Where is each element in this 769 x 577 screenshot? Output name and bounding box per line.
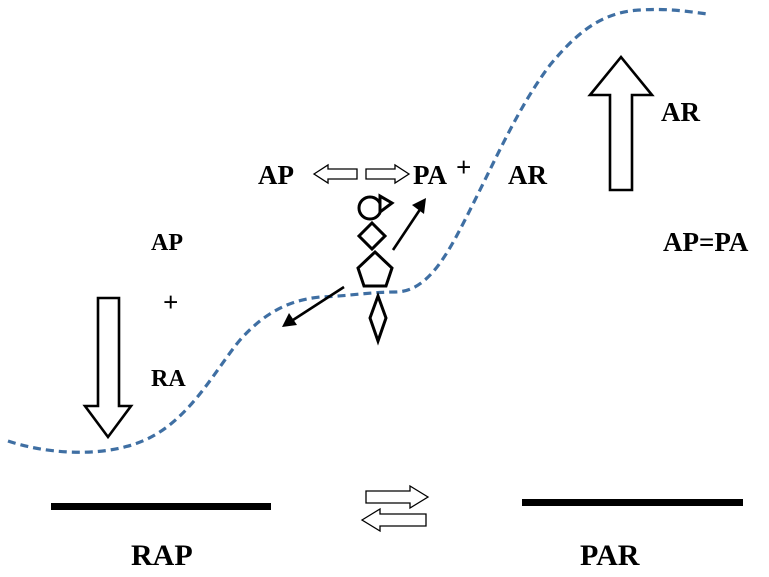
label-par-bottom: PAR <box>580 539 640 572</box>
hollow-up-arrow-icon <box>587 54 655 192</box>
hollow-down-arrow-icon <box>82 296 134 440</box>
thin-arrow-up-right <box>391 198 426 251</box>
label-pa-top: PA <box>413 160 447 190</box>
rap-baseline-bar <box>51 503 271 510</box>
label-plus-left: + <box>163 287 178 317</box>
label-ap-top: AP <box>258 160 294 190</box>
par-baseline-bar <box>522 499 743 506</box>
label-ap-left: AP <box>151 230 183 256</box>
thin-arrow-down-left <box>282 285 345 327</box>
label-plus-top: + <box>456 152 471 182</box>
pentagon-diamond-chain-icon <box>356 193 395 346</box>
label-ar-right: AR <box>661 97 700 127</box>
equilibrium-arrows-icon <box>360 484 430 533</box>
label-rap-bottom: RAP <box>131 539 193 572</box>
label-ra-left: RA <box>151 366 186 392</box>
energy-curve <box>7 7 709 454</box>
label-ar-mid: AR <box>508 160 547 190</box>
label-ap-eq-pa: AP=PA <box>663 227 749 257</box>
double-hollow-arrow-icon <box>312 163 411 185</box>
